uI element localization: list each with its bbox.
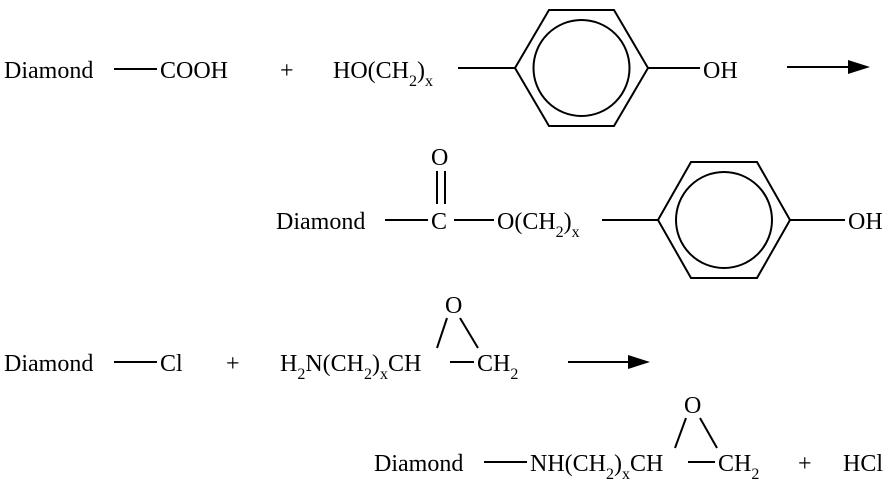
reaction-arrow xyxy=(787,60,870,74)
ester-chain: O(CH2)x xyxy=(497,209,580,241)
plus-sign: + xyxy=(798,451,812,477)
diamond-label: Diamond xyxy=(276,209,365,235)
hydroxyl-group: OH xyxy=(848,209,883,235)
carbonyl-double-bond xyxy=(437,171,445,204)
chloride-group: Cl xyxy=(160,351,183,377)
benzene-ring xyxy=(658,162,790,278)
reaction-arrow xyxy=(568,355,650,369)
methylene-group: CH2 xyxy=(718,451,759,482)
plus-sign: + xyxy=(226,351,240,377)
aminoalkyl-chain: H2N(CH2)xCH xyxy=(280,351,421,383)
epoxide-ring: O xyxy=(437,293,478,348)
product-1: Diamond C O O(CH2)x OH xyxy=(276,145,883,278)
reaction-1: Diamond COOH + HO(CH2)x OH xyxy=(4,10,870,126)
carbonyl-oxygen: O xyxy=(431,145,448,171)
hydroxyl-group: OH xyxy=(703,58,738,84)
hydroxyalkyl-chain: HO(CH2)x xyxy=(333,58,433,90)
plus-sign: + xyxy=(280,58,294,84)
diamond-label: Diamond xyxy=(374,451,463,477)
product-2: Diamond NH(CH2)xCH CH2 O + HCl xyxy=(374,393,883,482)
benzene-ring xyxy=(515,10,648,126)
carboxyl-group: COOH xyxy=(160,58,228,84)
methylene-group: CH2 xyxy=(477,351,518,383)
aminoalkyl-chain: NH(CH2)xCH xyxy=(530,451,663,482)
carbonyl-carbon: C xyxy=(431,209,447,235)
epoxide-oxygen: O xyxy=(445,293,462,319)
epoxide-oxygen: O xyxy=(684,393,701,419)
hydrogen-chloride: HCl xyxy=(843,451,883,477)
reaction-2: Diamond Cl + H2N(CH2)xCH CH2 O xyxy=(4,293,650,383)
diamond-label: Diamond xyxy=(4,351,93,377)
epoxide-ring: O xyxy=(675,393,717,448)
diamond-label: Diamond xyxy=(4,58,93,84)
